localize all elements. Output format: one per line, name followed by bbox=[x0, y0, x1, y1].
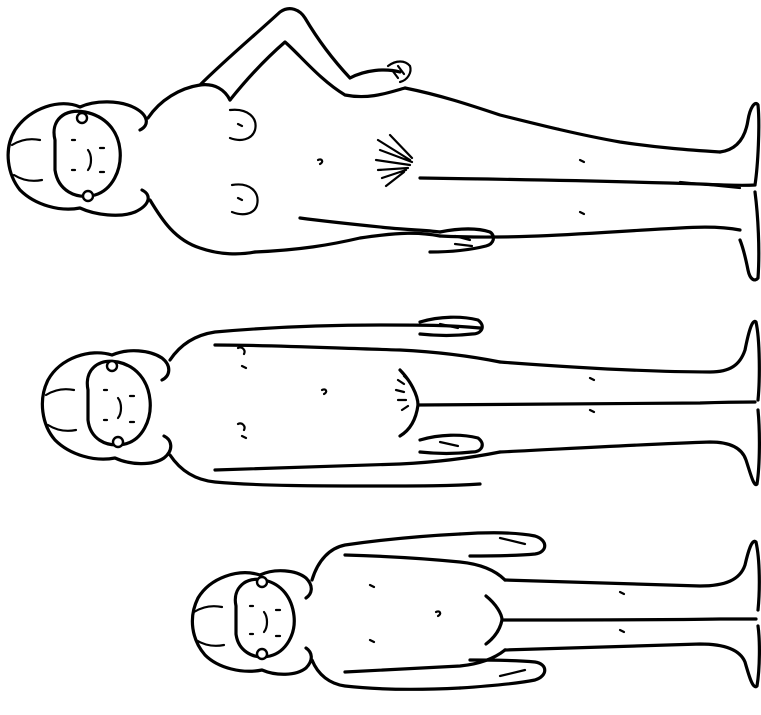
adult-arm-upper bbox=[200, 9, 405, 100]
figure-adult bbox=[8, 9, 759, 280]
figure-adolescent bbox=[42, 317, 759, 486]
adult-legs bbox=[420, 103, 759, 279]
adolescent-legs bbox=[418, 321, 759, 484]
figure-child bbox=[192, 533, 759, 690]
adult-pubic-hair bbox=[376, 135, 412, 186]
child-chest bbox=[370, 585, 374, 642]
adult-face bbox=[54, 111, 120, 196]
adolescent-chest bbox=[238, 347, 246, 438]
adult-chest bbox=[230, 110, 258, 214]
child-face bbox=[235, 579, 294, 657]
adolescent-face bbox=[87, 361, 150, 445]
